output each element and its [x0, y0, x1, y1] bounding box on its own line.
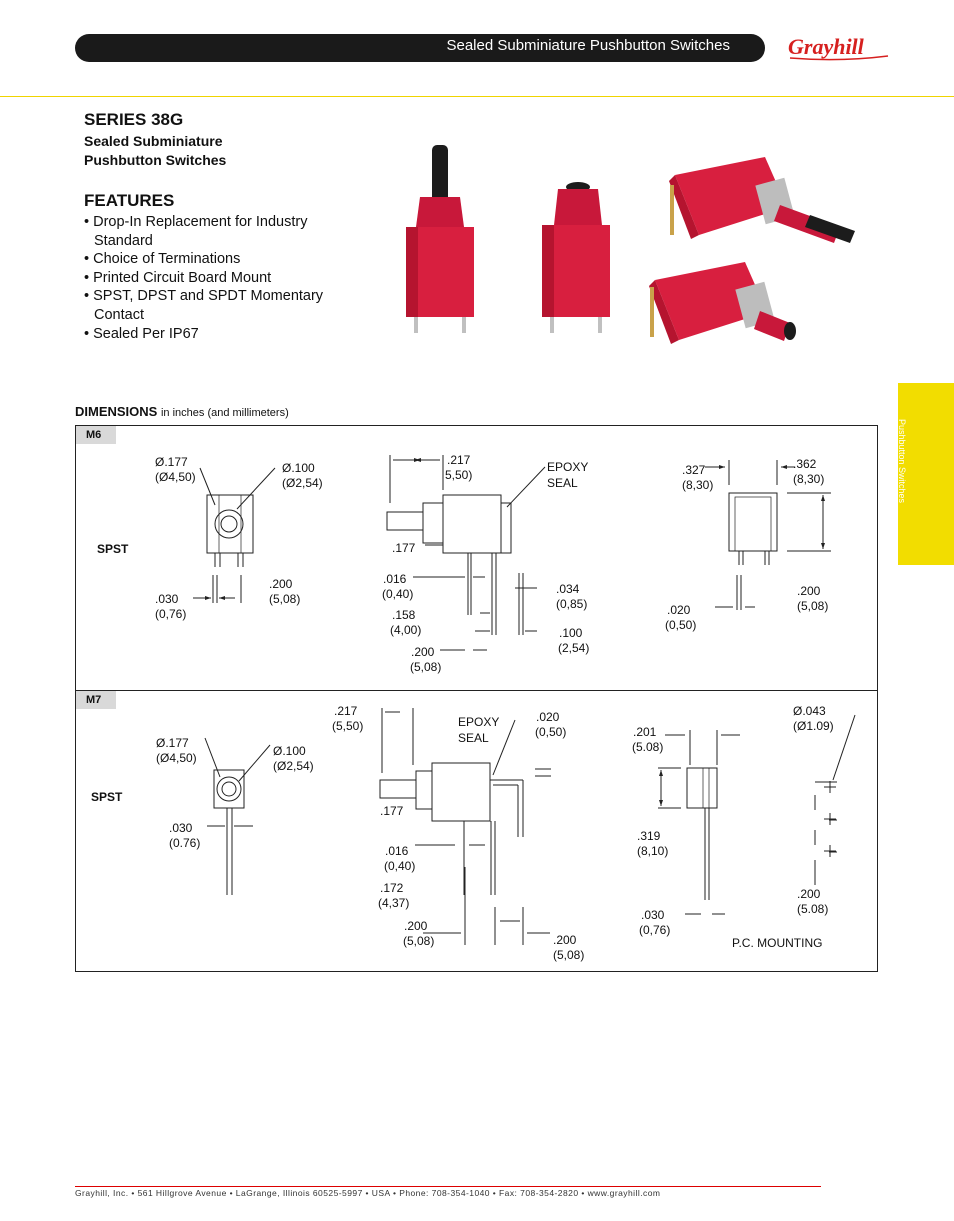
m7-d043: Ø.043 [793, 704, 826, 718]
dimension-linework [193, 455, 856, 945]
m7-pc-mounting: P.C. MOUNTING [732, 936, 823, 950]
header-divider [0, 96, 954, 97]
series-subtitle: Sealed Subminiature Pushbutton Switches [84, 132, 304, 170]
dimensions-heading: DIMENSIONS in inches (and millimeters) [75, 404, 289, 419]
m7-d020: .020 [536, 710, 560, 724]
m7-epoxy-1: EPOXY [458, 715, 500, 729]
series-subtitle-line2: Pushbutton Switches [84, 152, 227, 168]
m6-d200b-mm: (5,08) [410, 660, 442, 674]
series-title: SERIES 38G [84, 110, 184, 129]
dimensions-heading-units: in inches (and millimeters) [160, 407, 289, 419]
dimensions-divider [75, 690, 878, 691]
switch-vertical-tall-image [406, 145, 474, 333]
feature-item: Choice of Terminations [84, 250, 344, 269]
switch-right-angle-short-image [649, 262, 796, 344]
m7-d200c: .200 [797, 887, 821, 901]
m6-epoxy-2: SEAL [547, 476, 578, 490]
header-bar [75, 34, 765, 62]
m6-d200a: .200 [269, 577, 293, 591]
feature-item: SPST, DPST and SPDT Momentary Contact [84, 287, 344, 324]
m6-dia100-mm: (Ø2,54) [282, 476, 323, 490]
m7-d043-mm: (Ø1.09) [793, 719, 834, 733]
m6-d217: .217 [447, 453, 471, 467]
m7-d177: .177 [380, 804, 404, 818]
m6-dia177-mm: (Ø4,50) [155, 470, 196, 484]
m7-d030b: .030 [641, 908, 665, 922]
header-title: Sealed Subminiature Pushbutton Switches [446, 37, 730, 54]
logo-text: Grayhill [788, 34, 865, 59]
m7-dia100: Ø.100 [273, 744, 306, 758]
dimension-drawings: SPST Ø.177 (Ø4,50) Ø.100 (Ø2,54) .030 (0… [75, 425, 878, 972]
features-title: FEATURES [84, 191, 175, 210]
m7-d200c-mm: (5.08) [797, 902, 829, 916]
feature-item: Drop-In Replacement for Industry Standar… [84, 213, 344, 250]
m7-tag: M7 [76, 691, 116, 709]
m6-circuit-label: SPST [97, 542, 129, 556]
m6-d020-mm: (0,50) [665, 618, 697, 632]
series-subtitle-line1: Sealed Subminiature [84, 133, 223, 149]
m7-d030: .030 [169, 821, 193, 835]
m6-d327-mm: (8,30) [682, 478, 714, 492]
m6-d200c: .200 [797, 584, 821, 598]
feature-item: Sealed Per IP67 [84, 325, 344, 344]
m6-d200b: .200 [411, 645, 435, 659]
m6-dia100: Ø.100 [282, 461, 315, 475]
features-list: Drop-In Replacement for Industry Standar… [84, 213, 344, 343]
m6-d020: .020 [667, 603, 691, 617]
m7-epoxy-2: SEAL [458, 731, 489, 745]
m6-d327: .327 [682, 463, 706, 477]
m7-d201-mm: (5.08) [632, 740, 664, 754]
m7-d217: .217 [334, 704, 358, 718]
grayhill-logo: Grayhill [780, 28, 900, 68]
m6-d200c-mm: (5,08) [797, 599, 829, 613]
m7-d172-mm: (4,37) [378, 896, 410, 910]
m7-d201: .201 [633, 725, 657, 739]
m6-d016: .016 [383, 572, 407, 586]
m6-d030-mm: (0,76) [155, 607, 187, 621]
footer-divider [75, 1186, 821, 1187]
m7-d172: .172 [380, 881, 404, 895]
m6-d034: .034 [556, 582, 580, 596]
m6-d217-mm: 5,50) [445, 468, 473, 482]
m7-circuit-label: SPST [91, 790, 123, 804]
footer-contact: Grayhill, Inc. • 561 Hillgrove Avenue • … [75, 1188, 661, 1198]
m6-d158-mm: (4,00) [390, 623, 422, 637]
m7-d030-mm: (0.76) [169, 836, 201, 850]
m7-d200a-mm: (5,08) [403, 934, 435, 948]
switch-right-angle-tall-image [669, 157, 855, 243]
feature-item: Printed Circuit Board Mount [84, 269, 344, 288]
m6-d030: .030 [155, 592, 179, 606]
m7-d016: .016 [385, 844, 409, 858]
m6-d362: .362 [793, 457, 817, 471]
m6-d034-mm: (0,85) [556, 597, 588, 611]
m6-d158: .158 [392, 608, 416, 622]
m6-epoxy-1: EPOXY [547, 460, 589, 474]
m6-tag: M6 [76, 426, 116, 444]
m6-d100: .100 [559, 626, 583, 640]
m7-d200a: .200 [404, 919, 428, 933]
dimensions-heading-title: DIMENSIONS [75, 404, 158, 419]
m7-d200b: .200 [553, 933, 577, 947]
m7-d030b-mm: (0,76) [639, 923, 671, 937]
side-tab: Pushbutton Switches [897, 383, 954, 565]
m7-dia177: Ø.177 [156, 736, 189, 750]
m6-d362-mm: (8,30) [793, 472, 825, 486]
m7-d020-mm: (0,50) [535, 725, 567, 739]
m7-d016-mm: (0,40) [384, 859, 416, 873]
dimensions-box [75, 425, 878, 972]
m7-d200b-mm: (5,08) [553, 948, 585, 962]
switch-vertical-short-image [542, 182, 610, 333]
m6-d016-mm: (0,40) [382, 587, 414, 601]
m7-d319: .319 [637, 829, 661, 843]
m7-dia177-mm: (Ø4,50) [156, 751, 197, 765]
m7-dia100-mm: (Ø2,54) [273, 759, 314, 773]
m6-dia177: Ø.177 [155, 455, 188, 469]
product-photo [380, 135, 880, 375]
m7-d217-mm: (5,50) [332, 719, 364, 733]
m6-d100-mm: (2,54) [558, 641, 590, 655]
m6-d177: .177 [392, 541, 416, 555]
m7-d319-mm: (8,10) [637, 844, 669, 858]
m6-d200a-mm: (5,08) [269, 592, 301, 606]
